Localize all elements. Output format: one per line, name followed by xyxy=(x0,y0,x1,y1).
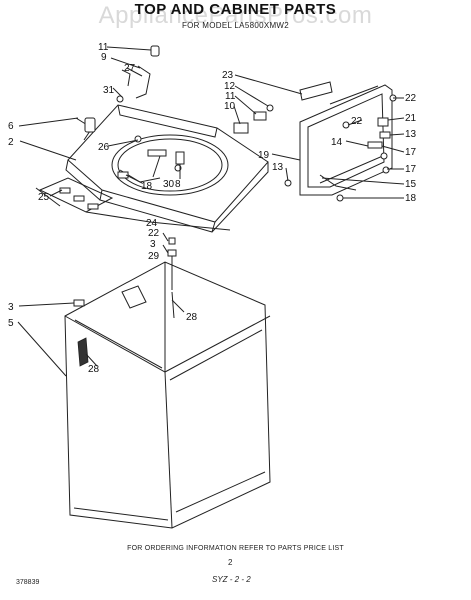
callout-15: 15 xyxy=(405,179,417,190)
document-number: 378839 xyxy=(16,579,40,586)
callout-21: 22 xyxy=(148,228,160,239)
washer-cabinet xyxy=(64,261,271,529)
callout-3a: 3 xyxy=(150,239,156,250)
callout-22b: 22 xyxy=(351,116,363,127)
callout-26: 26 xyxy=(98,142,110,153)
callout-17a: 17 xyxy=(405,164,417,175)
model-number: FOR MODEL LA5800XMW2 xyxy=(181,21,290,30)
callout-4: 11 xyxy=(98,42,109,53)
callout-25: 25 xyxy=(38,192,50,203)
callout-30: 30 xyxy=(163,179,175,190)
callout-9: 9 xyxy=(101,52,107,63)
callout-20: 21 xyxy=(405,113,417,124)
revision-code: SYZ - 2 - 2 xyxy=(212,575,251,584)
callout-labels: 11 9 27 31 6 2 26 8 30 18 23 12 11 10 22… xyxy=(8,42,417,375)
callout-24: 24 xyxy=(146,218,158,229)
leader-lines xyxy=(17,46,405,377)
page-number: 2 xyxy=(228,558,233,567)
callout-28a: 28 xyxy=(186,312,198,323)
callout-28b: 28 xyxy=(88,364,100,375)
callout-16: 17 xyxy=(405,147,417,158)
small-parts xyxy=(38,45,397,290)
callout-10: 10 xyxy=(224,101,236,112)
ordering-note: FOR ORDERING INFORMATION REFER TO PARTS … xyxy=(127,545,344,552)
callout-13a: 13 xyxy=(405,129,417,140)
callout-31: 31 xyxy=(103,85,115,96)
callout-22a: 22 xyxy=(405,93,417,104)
washer-lid xyxy=(299,84,393,196)
callout-18: 18 xyxy=(141,181,153,192)
callout-17b: 18 xyxy=(405,193,417,204)
callout-5: 5 xyxy=(8,318,14,329)
callout-29: 29 xyxy=(148,251,160,262)
callout-2: 2 xyxy=(8,137,14,148)
callout-23: 23 xyxy=(222,70,234,81)
callout-6: 6 xyxy=(8,121,14,132)
callout-19: 19 xyxy=(258,150,270,161)
callout-13b: 13 xyxy=(272,162,284,173)
callout-27: 27 xyxy=(124,63,136,74)
callout-3b: 3 xyxy=(8,302,14,313)
callout-11: 11 xyxy=(225,91,236,102)
callout-14: 14 xyxy=(331,137,343,148)
callout-8: 8 xyxy=(175,179,181,190)
callout-12: 12 xyxy=(224,81,236,92)
washer-top xyxy=(65,104,269,233)
page-title: TOP AND CABINET PARTS xyxy=(134,1,337,18)
